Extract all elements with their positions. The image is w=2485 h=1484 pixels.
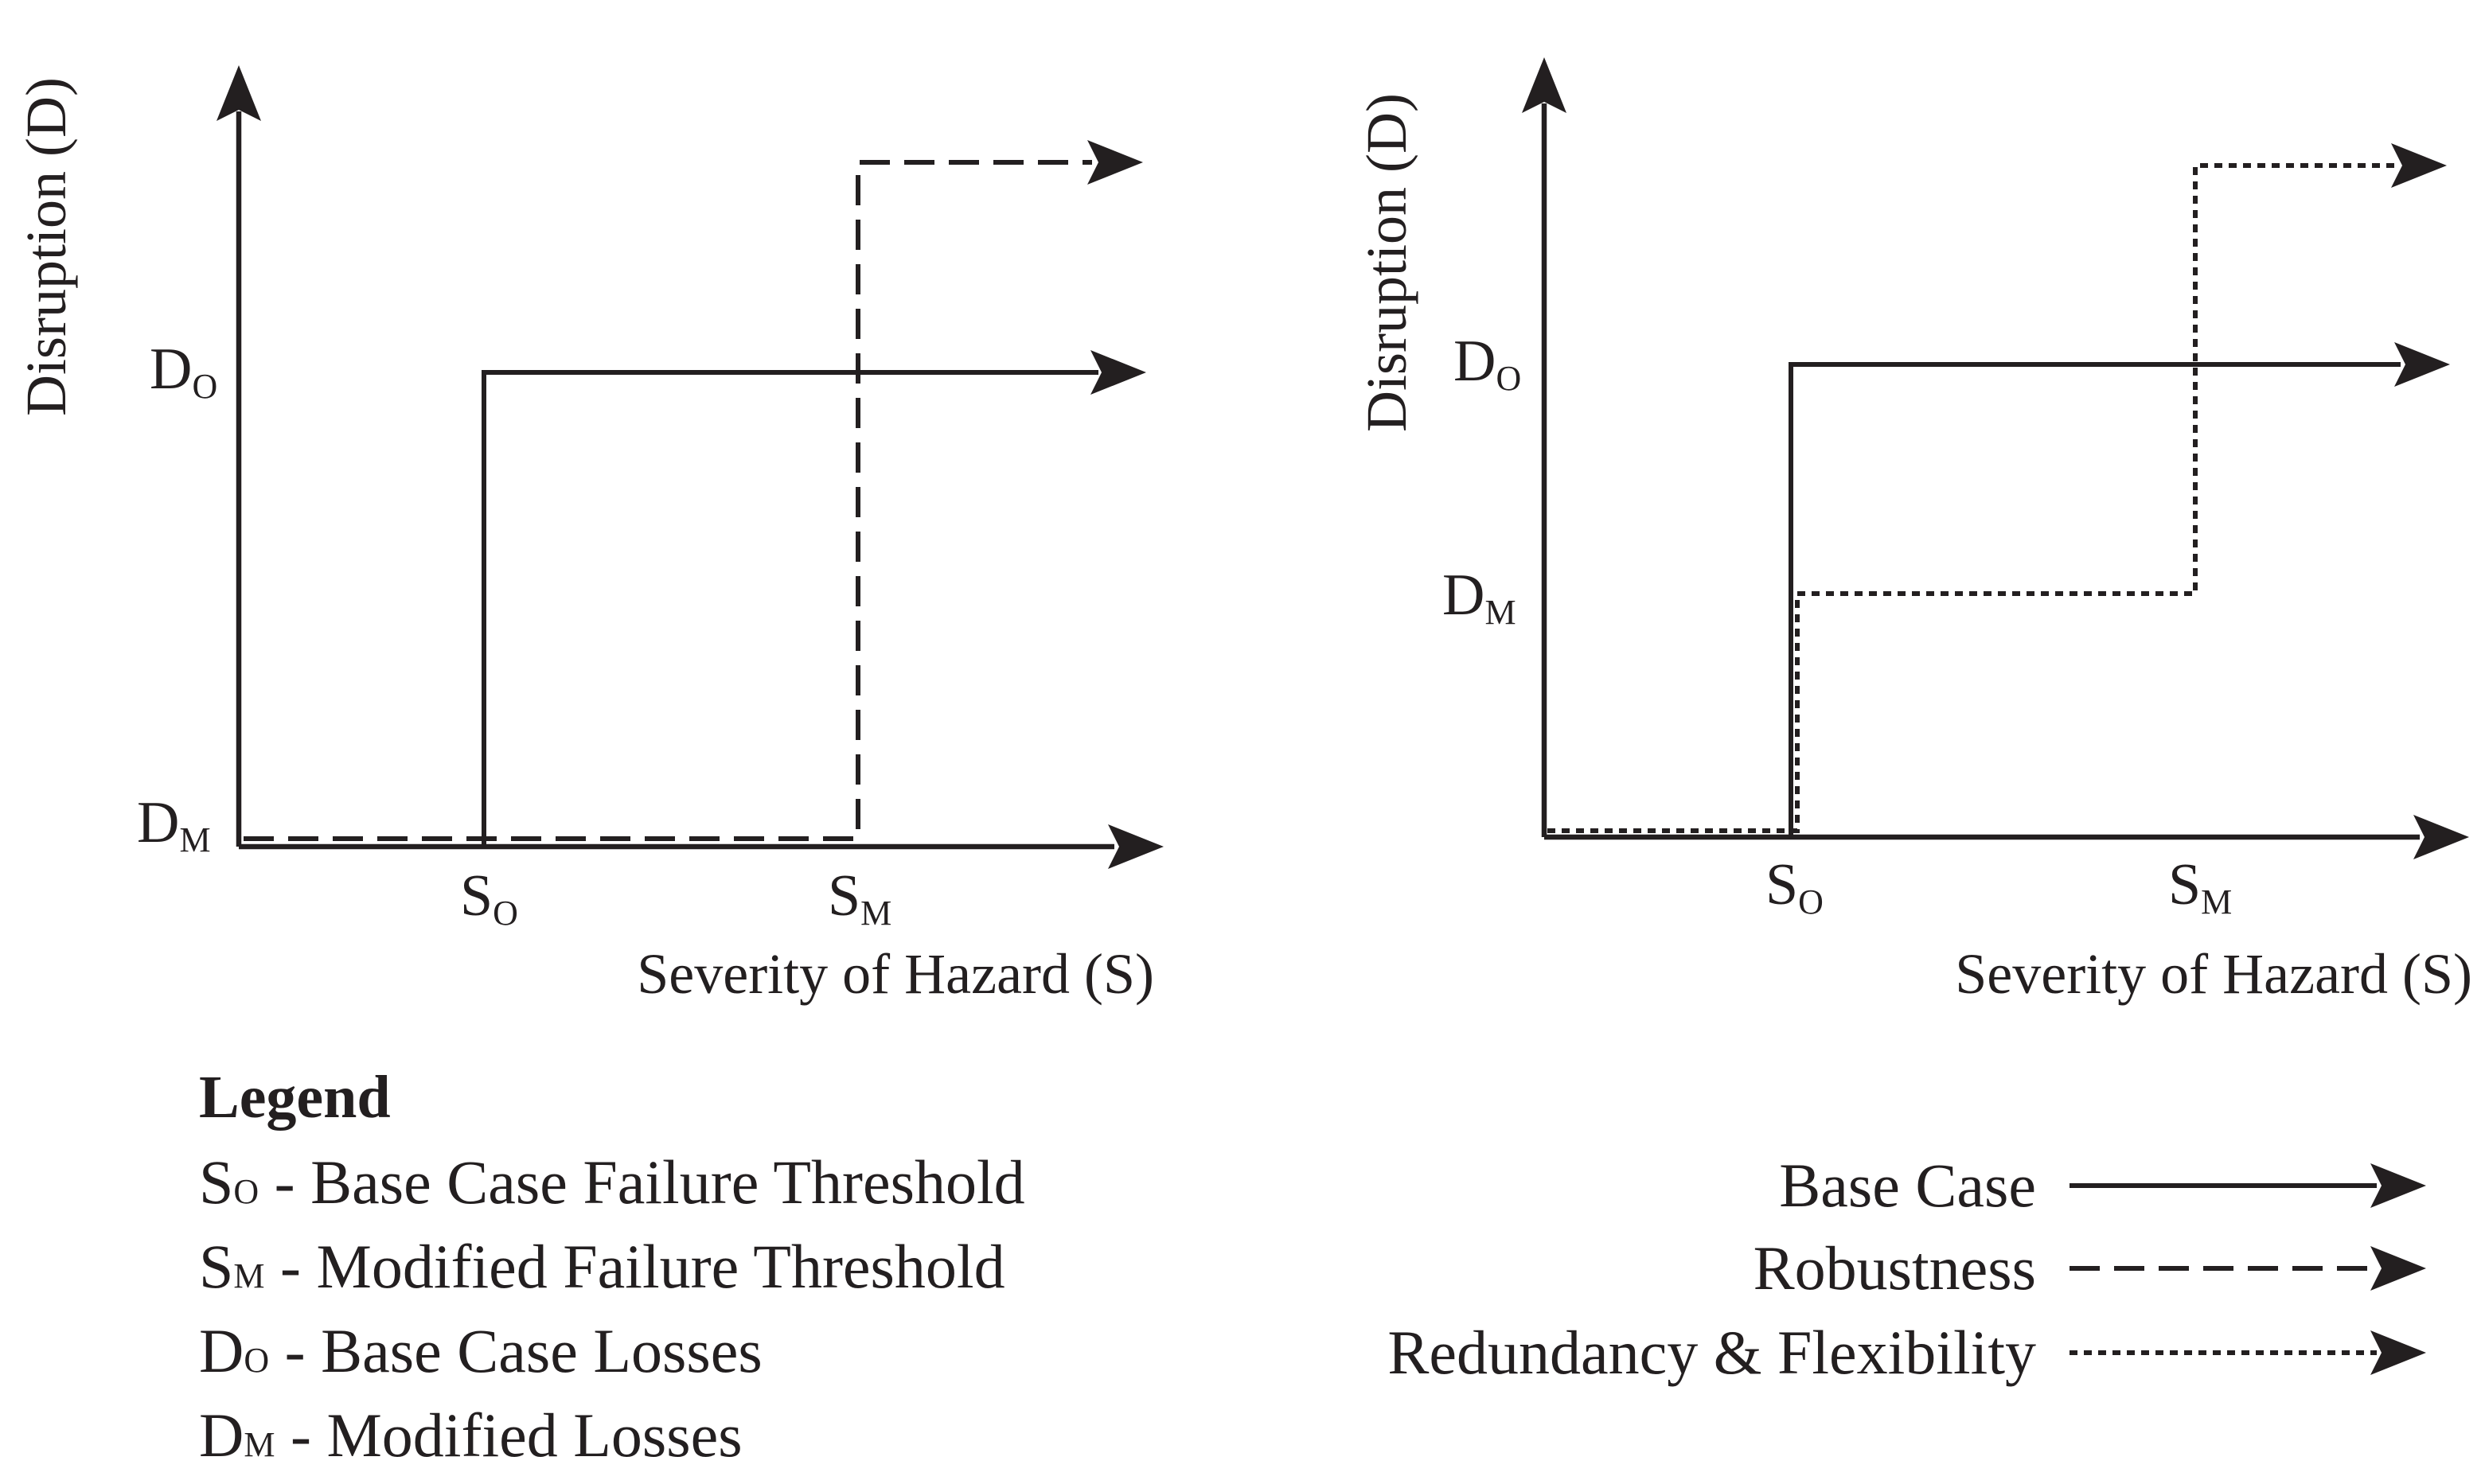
left-panel: DO DM SO SM Severity of Hazard (S) Disru… — [14, 65, 1164, 1006]
line-key: Base Case Robustness Redundancy & Flexib… — [1387, 1151, 2426, 1387]
right-label-s-o: SO — [1765, 852, 1824, 921]
left-robustness-arrowhead — [1087, 140, 1143, 185]
right-y-axis-title: Disruption (D) — [1355, 93, 1418, 432]
right-label-d-o: DO — [1453, 329, 1521, 398]
right-x-axis-arrowhead — [2413, 815, 2469, 859]
left-robustness-line — [244, 160, 1092, 841]
line-key-label-base-case: Base Case — [1779, 1151, 2036, 1220]
left-x-axis-title: Severity of Hazard (S) — [637, 942, 1154, 1006]
line-key-dashed-arrowhead — [2370, 1246, 2426, 1291]
legend: Legend SO - Base Case Failure Threshold … — [199, 1064, 1025, 1470]
legend-title: Legend — [199, 1064, 391, 1131]
line-key-label-robustness: Robustness — [1754, 1233, 2036, 1303]
right-redundancy-line — [1547, 163, 2397, 833]
right-y-axis-arrowhead — [1522, 57, 1566, 113]
right-redundancy-arrowhead — [2391, 143, 2447, 188]
right-panel: DO DM SO SM Severity of Hazard (S) Disru… — [1355, 57, 2472, 1006]
right-label-d-m: DM — [1442, 563, 1516, 632]
left-label-d-m: DM — [137, 790, 211, 859]
legend-item-d-m: DM - Modified Losses — [199, 1400, 743, 1470]
left-y-axis-title: Disruption (D) — [14, 77, 78, 416]
left-y-axis-arrowhead — [217, 65, 261, 121]
legend-item-s-o: SO - Base Case Failure Threshold — [199, 1147, 1025, 1217]
line-key-dotted-arrowhead — [2370, 1330, 2426, 1375]
right-base-case-arrowhead — [2394, 342, 2450, 387]
left-x-axis-arrowhead — [1108, 824, 1164, 869]
legend-item-d-o: DO - Base Case Losses — [199, 1316, 763, 1385]
left-label-s-o: SO — [460, 863, 518, 933]
right-x-axis-title: Severity of Hazard (S) — [1955, 942, 2472, 1006]
line-key-label-redundancy: Redundancy & Flexibility — [1387, 1318, 2036, 1387]
left-label-s-m: SM — [828, 863, 891, 933]
left-base-case-arrowhead — [1090, 350, 1146, 395]
legend-item-s-m: SM - Modified Failure Threshold — [199, 1232, 1005, 1301]
right-base-case-line — [1544, 362, 2401, 839]
left-label-d-o: DO — [150, 337, 217, 406]
line-key-solid-arrowhead — [2370, 1163, 2426, 1208]
left-base-case-line — [239, 370, 1098, 849]
right-label-s-m: SM — [2168, 852, 2232, 921]
